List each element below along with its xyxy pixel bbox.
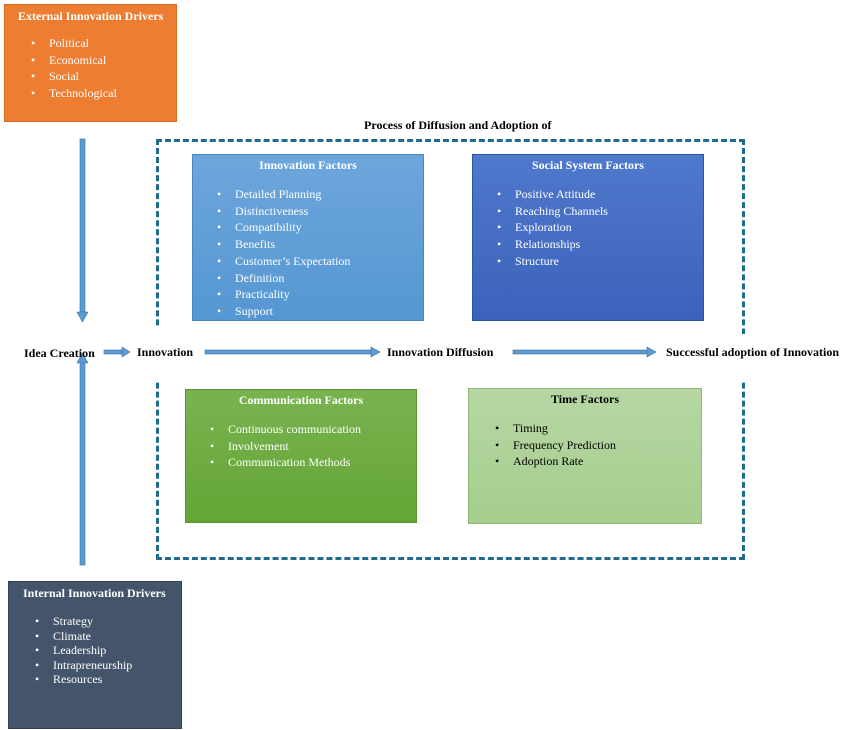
innovation-factors-heading: Innovation Factors bbox=[259, 158, 357, 172]
diagram-title: Process of Diffusion and Adoption of bbox=[364, 118, 552, 132]
list-item: Intrapreneurship bbox=[35, 658, 181, 673]
idea-creation-label: Idea Creation bbox=[24, 346, 95, 360]
social-system-factors-heading: Social System Factors bbox=[532, 158, 644, 172]
list-item: Climate bbox=[35, 629, 181, 644]
internal-drivers-box: Internal Innovation Drivers Strategy Cli… bbox=[8, 581, 182, 729]
list-item: Economical bbox=[31, 52, 176, 69]
list-item: Technological bbox=[31, 85, 176, 102]
list-item: Benefits bbox=[217, 236, 423, 253]
communication-factors-box: Communication Factors Continuous communi… bbox=[185, 389, 417, 523]
list-item: Compatibility bbox=[217, 219, 423, 236]
list-item: Definition bbox=[217, 270, 423, 287]
innovation-factors-box: Innovation Factors Detailed Planning Dis… bbox=[192, 154, 424, 321]
internal-drivers-list: Strategy Climate Leadership Intrapreneur… bbox=[9, 614, 181, 687]
external-drivers-box: External Innovation Drivers Political Ec… bbox=[4, 4, 177, 122]
communication-factors-list: Continuous communication Involvement Com… bbox=[186, 421, 416, 471]
list-item: Timing bbox=[495, 420, 701, 437]
time-factors-heading: Time Factors bbox=[550, 392, 620, 406]
list-item: Strategy bbox=[35, 614, 181, 629]
list-item: Exploration bbox=[497, 219, 703, 236]
social-system-factors-box: Social System Factors Positive Attitude … bbox=[472, 154, 704, 321]
external-drivers-heading: External Innovation Drivers bbox=[18, 9, 164, 23]
list-item: Structure bbox=[497, 253, 703, 270]
frame-gap bbox=[738, 334, 752, 380]
list-item: Frequency Prediction bbox=[495, 437, 701, 454]
external-drivers-list: Political Economical Social Technologica… bbox=[5, 35, 176, 102]
internal-drivers-heading: Internal Innovation Drivers bbox=[23, 586, 166, 600]
communication-factors-heading: Communication Factors bbox=[238, 393, 364, 407]
frame-gap bbox=[150, 328, 164, 380]
list-item: Social bbox=[31, 68, 176, 85]
list-item: Political bbox=[31, 35, 176, 52]
list-item: Leadership bbox=[35, 643, 181, 658]
time-factors-list: Timing Frequency Prediction Adoption Rat… bbox=[469, 420, 701, 470]
list-item: Reaching Channels bbox=[497, 203, 703, 220]
list-item: Resources bbox=[35, 672, 181, 687]
list-item: Distinctiveness bbox=[217, 203, 423, 220]
list-item: Relationships bbox=[497, 236, 703, 253]
arrow-right-icon bbox=[204, 346, 381, 358]
arrow-right-icon bbox=[103, 346, 131, 358]
list-item: Adoption Rate bbox=[495, 453, 701, 470]
innovation-label: Innovation bbox=[137, 345, 194, 359]
social-system-factors-list: Positive Attitude Reaching Channels Expl… bbox=[473, 186, 703, 270]
list-item: Positive Attitude bbox=[497, 186, 703, 203]
list-item: Continuous communication bbox=[210, 421, 416, 438]
time-factors-box: Time Factors Timing Frequency Prediction… bbox=[468, 388, 702, 524]
arrow-up-icon bbox=[76, 352, 89, 566]
innovation-factors-list: Detailed Planning Distinctiveness Compat… bbox=[193, 186, 423, 320]
arrow-right-icon bbox=[512, 346, 657, 358]
innovation-diffusion-label: Innovation Diffusion bbox=[387, 345, 494, 359]
successful-adoption-label: Successful adoption of Innovation bbox=[666, 345, 840, 359]
list-item: Communication Methods bbox=[210, 454, 416, 471]
list-item: Involvement bbox=[210, 438, 416, 455]
arrow-down-icon bbox=[76, 138, 89, 323]
list-item: Practicality bbox=[217, 286, 423, 303]
list-item: Customer’s Expectation bbox=[217, 253, 423, 270]
list-item: Support bbox=[217, 303, 423, 320]
list-item: Detailed Planning bbox=[217, 186, 423, 203]
